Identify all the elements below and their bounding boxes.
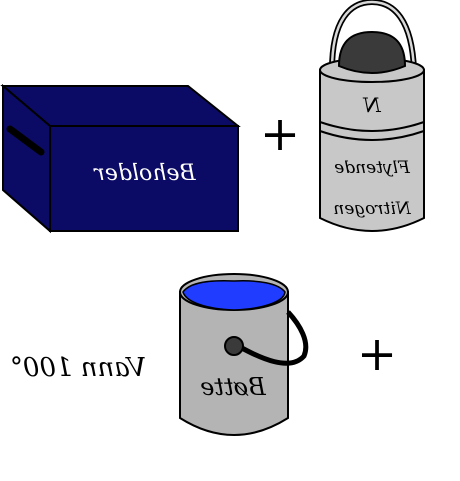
dewar-symbol: N [362,93,382,117]
box-front-face [49,125,239,232]
dewar-band-1 [319,121,425,132]
dewar-band-2 [319,130,425,141]
bucket-label: Bøtte [200,373,267,401]
dewar-label-line2: Nitrogen [333,199,411,219]
bucket-water [182,280,286,311]
container-box: Beholder [0,83,241,234]
box-handle-slot [6,125,45,156]
nitrogen-dewar: N Flytende Nitrogen [319,0,425,232]
dewar-lid [337,30,407,74]
dewar-label-line1: Flytende [334,158,411,178]
box-label: Beholder [93,161,197,186]
plus-sign-bottom: + [357,326,397,382]
dewar-body [319,69,425,232]
plus-sign-top: + [260,106,300,162]
bucket-body [179,291,289,436]
bucket-handle [238,310,309,366]
dewar-handle-inner [330,0,416,71]
water-bucket: Bøtte [179,273,309,436]
water-temperature-label: Vann 100° [10,353,146,383]
bucket-handle-rivet [224,336,244,356]
